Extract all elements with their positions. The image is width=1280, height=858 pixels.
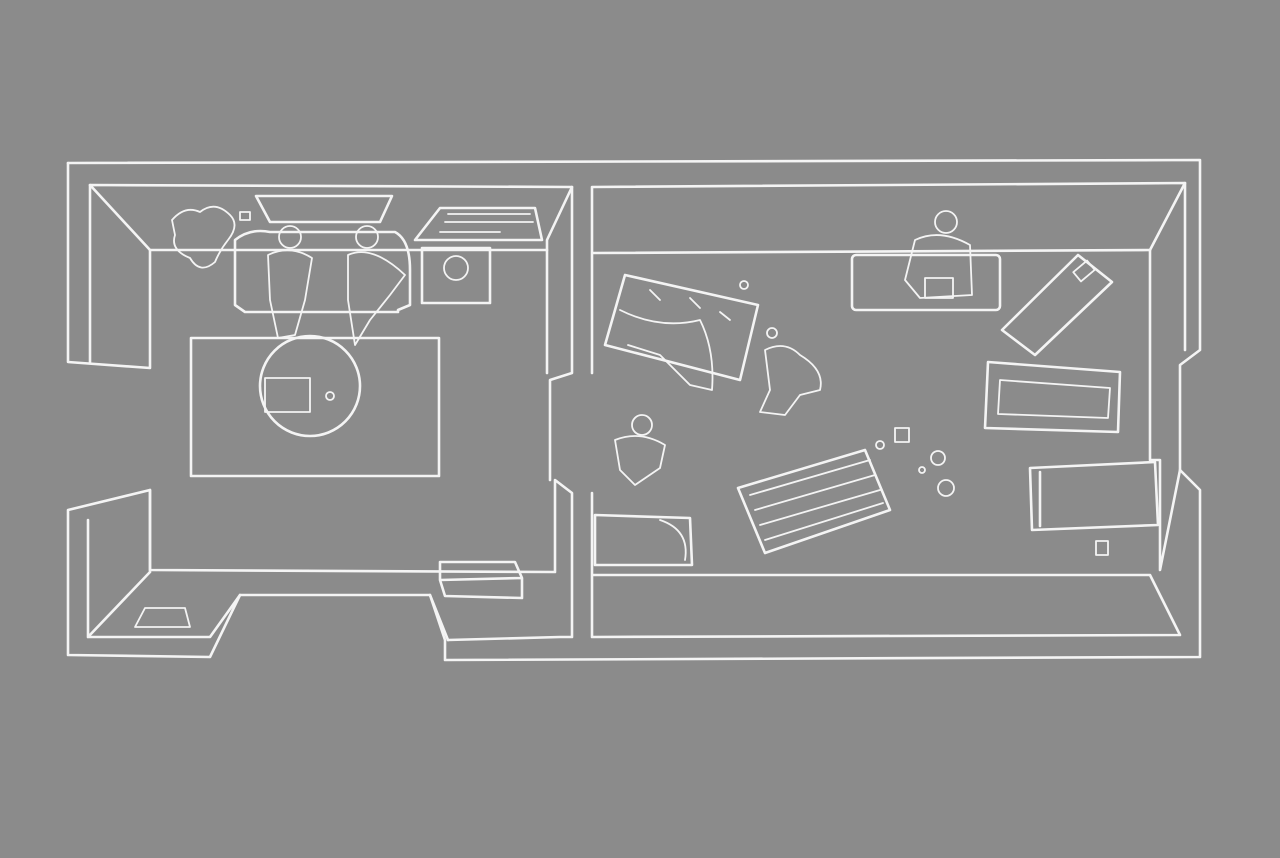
bed-right bbox=[1028, 460, 1160, 532]
side-cabinet bbox=[420, 246, 492, 305]
low-cabinet bbox=[438, 560, 524, 600]
floor-cloth bbox=[759, 345, 822, 416]
laptop bbox=[264, 377, 311, 413]
bed-tilted bbox=[736, 448, 892, 555]
plant bbox=[171, 205, 251, 269]
round-table bbox=[258, 334, 362, 438]
desk bbox=[413, 206, 544, 242]
right-room-walls bbox=[590, 181, 1187, 639]
floor-mat bbox=[134, 607, 191, 628]
rug bbox=[189, 336, 441, 478]
mattress-tilted bbox=[1000, 253, 1114, 357]
tv-screen bbox=[254, 194, 394, 224]
left-room-base bbox=[86, 488, 450, 642]
couch bbox=[983, 360, 1122, 434]
small-objects bbox=[739, 280, 1109, 556]
person-seated-2 bbox=[347, 225, 406, 346]
outer-walls bbox=[66, 158, 1202, 662]
bench-with-person bbox=[850, 210, 1002, 312]
person-seated-1 bbox=[267, 225, 313, 339]
tilted-table-with-cloth bbox=[603, 273, 760, 391]
bed-bottom bbox=[593, 513, 694, 567]
sofa bbox=[233, 229, 412, 314]
person-standing bbox=[614, 414, 666, 486]
